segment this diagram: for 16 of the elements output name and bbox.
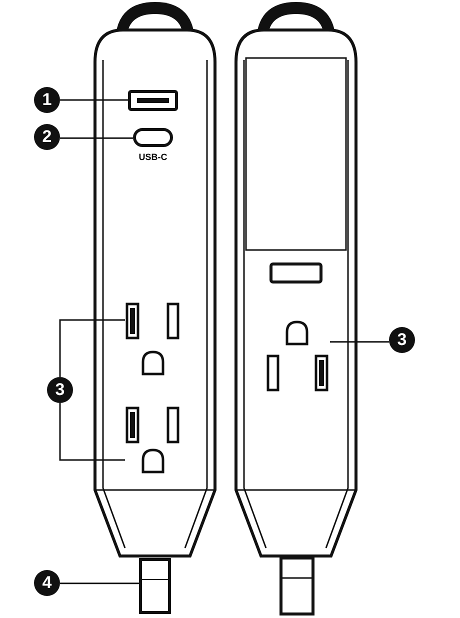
leader-line (59, 403, 125, 461)
outlet (125, 302, 181, 378)
leader-line (59, 319, 125, 377)
port-label: USB-C (138, 152, 168, 162)
usb-a-port (128, 90, 178, 111)
leader-line (60, 137, 133, 139)
callout-number: 3 (47, 377, 73, 403)
callout-number: 2 (34, 124, 60, 150)
power-cord (139, 558, 171, 614)
outlet (125, 406, 181, 476)
leader-line (60, 99, 128, 101)
outlet (264, 318, 330, 392)
callout-number: 4 (34, 570, 60, 596)
callout-number: 3 (389, 327, 415, 353)
leader-line (330, 341, 390, 343)
callout-number: 1 (34, 87, 60, 113)
